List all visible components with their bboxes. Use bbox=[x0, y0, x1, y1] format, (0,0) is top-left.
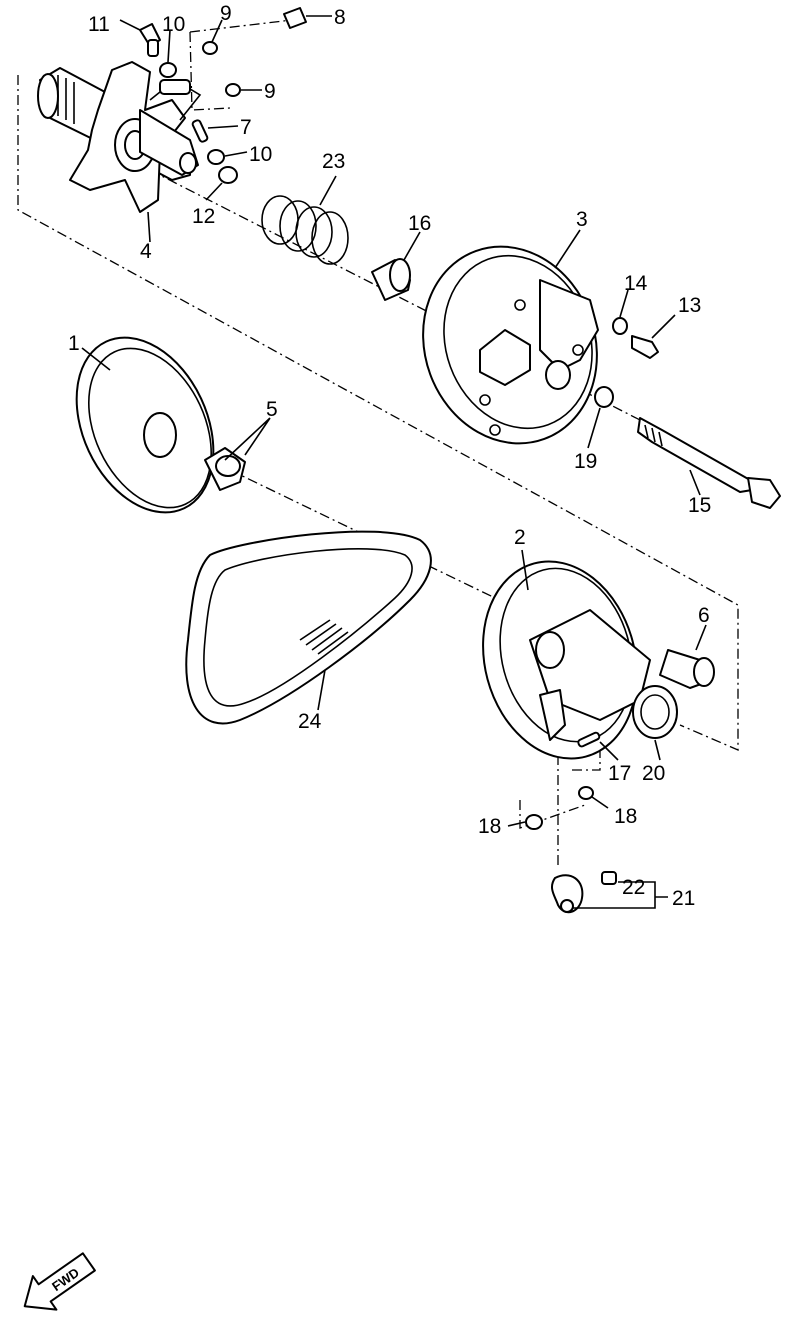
callout-19: 19 bbox=[574, 450, 597, 473]
spider-hub bbox=[37, 61, 202, 213]
callout-12: 12 bbox=[192, 205, 215, 228]
weight-set bbox=[551, 871, 617, 914]
callout-8: 8 bbox=[334, 6, 346, 29]
bushing-set-5 bbox=[204, 447, 246, 491]
callout-14: 14 bbox=[624, 272, 648, 295]
callout-16: 16 bbox=[408, 212, 431, 235]
callout-17: 17 bbox=[608, 762, 631, 785]
callout-1: 1 bbox=[68, 332, 80, 355]
callout-3: 3 bbox=[576, 208, 588, 231]
leader-lines bbox=[81, 15, 707, 909]
callout-22: 22 bbox=[622, 876, 645, 899]
spring bbox=[261, 195, 349, 265]
moving-sheave bbox=[482, 560, 651, 760]
callout-24: 24 bbox=[298, 710, 322, 733]
bushing-16 bbox=[371, 258, 411, 301]
fwd-arrow-icon bbox=[23, 1252, 96, 1311]
sheave-bushings bbox=[632, 649, 715, 739]
long-bolt bbox=[637, 417, 781, 509]
pin-and-bushings bbox=[525, 731, 601, 830]
callout-18-left: 18 bbox=[478, 815, 501, 838]
callout-13: 13 bbox=[678, 294, 701, 317]
callout-20: 20 bbox=[642, 762, 665, 785]
callout-2: 2 bbox=[514, 526, 526, 549]
callout-9-lower: 9 bbox=[264, 80, 276, 103]
cover-fasteners bbox=[594, 317, 659, 408]
callout-23: 23 bbox=[322, 150, 345, 173]
callout-6: 6 bbox=[698, 604, 710, 627]
callout-5: 5 bbox=[266, 398, 278, 421]
callout-9-upper: 9 bbox=[220, 2, 232, 25]
callout-21: 21 bbox=[672, 887, 695, 910]
callout-10-upper: 10 bbox=[162, 13, 185, 36]
callout-11: 11 bbox=[88, 13, 110, 36]
callout-7: 7 bbox=[240, 116, 252, 139]
drive-belt bbox=[185, 530, 432, 725]
callout-15: 15 bbox=[688, 494, 711, 517]
fixed-sheave bbox=[75, 336, 215, 514]
small-hardware bbox=[139, 7, 307, 184]
callout-numbers: 11 10 9 8 9 7 10 12 4 23 16 3 14 13 1 5 … bbox=[68, 2, 711, 910]
callout-4: 4 bbox=[140, 240, 152, 263]
fwd-badge: FWD bbox=[23, 1252, 96, 1311]
clutch-cover bbox=[422, 245, 599, 445]
callout-10-lower: 10 bbox=[249, 143, 272, 166]
callout-18-right: 18 bbox=[614, 805, 637, 828]
